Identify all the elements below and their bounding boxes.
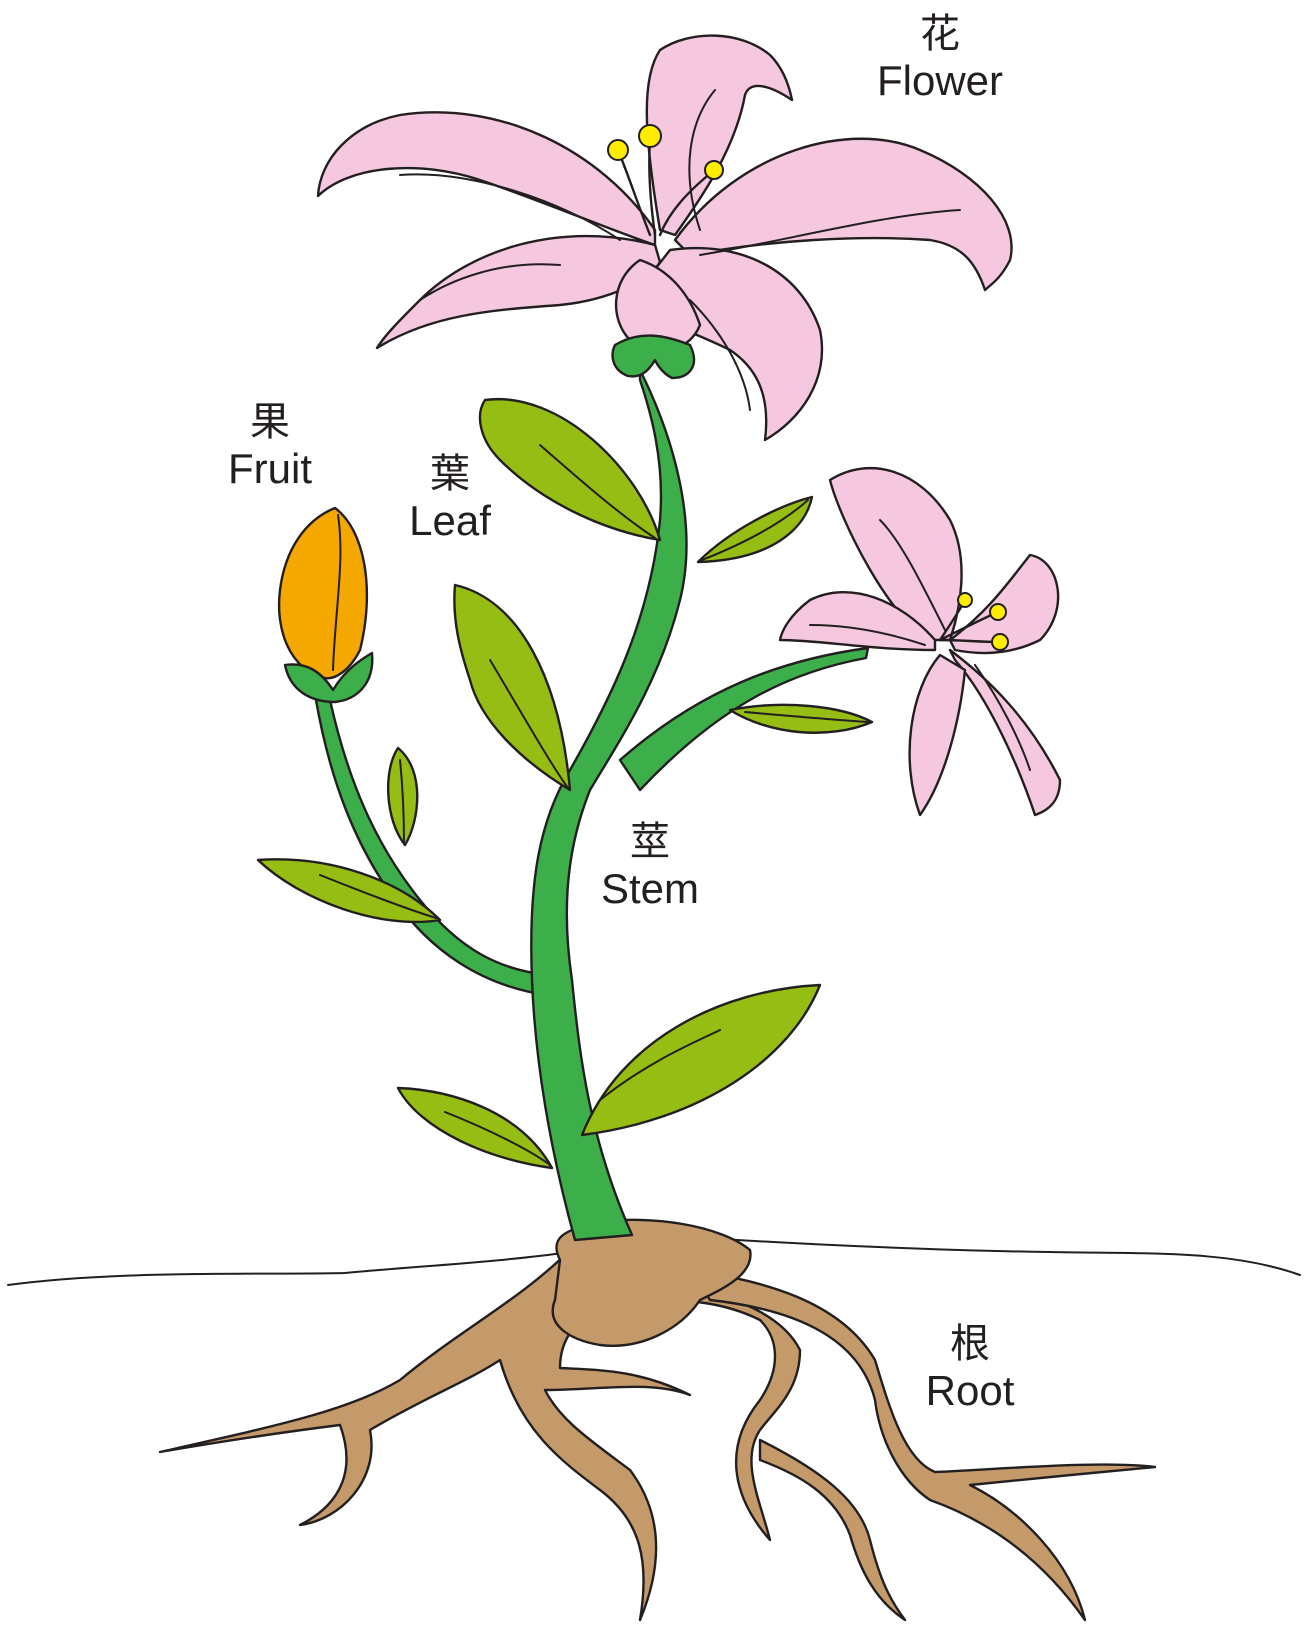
stem-label-en: Stem xyxy=(580,865,720,912)
leaf-middle-left xyxy=(454,585,570,790)
root-label-en: Root xyxy=(900,1367,1040,1414)
leaf-label-en: Leaf xyxy=(380,497,520,544)
stem-label: 莖 Stem xyxy=(580,820,720,912)
root-label-zh: 根 xyxy=(900,1322,1040,1367)
fruit-label: 果 Fruit xyxy=(200,400,340,492)
leaf-lower-right xyxy=(582,985,820,1135)
roots xyxy=(160,1220,1155,1620)
fruit-label-zh: 果 xyxy=(200,400,340,445)
leaf-flower-branch xyxy=(730,705,872,733)
leaf-lower-left xyxy=(398,1088,552,1168)
flower-label-en: Flower xyxy=(860,57,1020,104)
small-flower xyxy=(780,468,1060,815)
fruit xyxy=(279,508,372,702)
root-label: 根 Root xyxy=(900,1322,1040,1414)
fruit-label-en: Fruit xyxy=(200,445,340,492)
flower-label: 花 Flower xyxy=(860,12,1020,104)
leaf-top-right xyxy=(698,497,812,562)
flower-label-zh: 花 xyxy=(860,12,1020,57)
stem-label-zh: 莖 xyxy=(580,820,720,865)
leaf-label-zh: 葉 xyxy=(380,452,520,497)
leaf-label: 葉 Leaf xyxy=(380,452,520,544)
